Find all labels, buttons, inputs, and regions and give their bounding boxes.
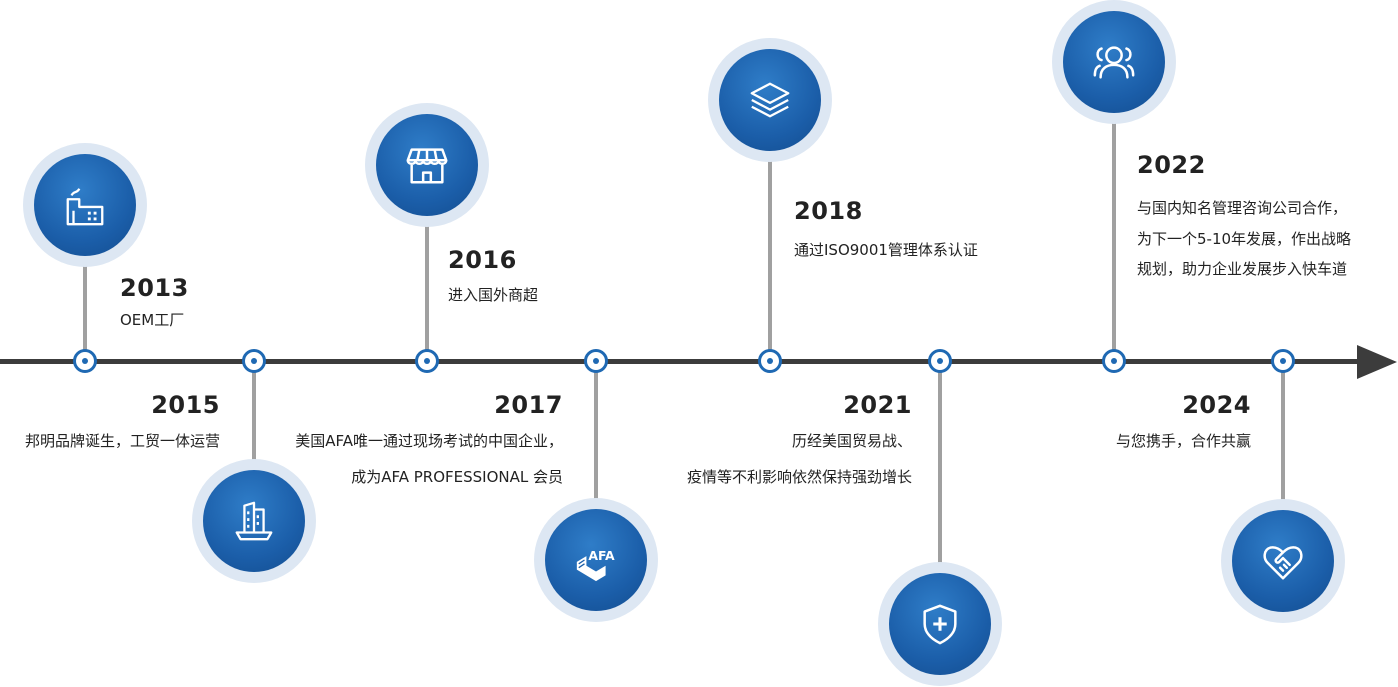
desc-2015-line-1: 邦明品牌诞生，工贸一体运营 [24,432,220,450]
timeline-dot-2016[interactable] [415,349,439,373]
timeline-dot-2018[interactable] [758,349,782,373]
desc-2013-line-1: OEM工厂 [120,311,185,329]
medal-2018 [708,38,832,162]
medal-2015 [192,459,316,583]
stem-2018 [768,130,772,360]
year-2015: 2015 [151,391,220,419]
shield-plus-icon [923,604,957,645]
timeline-axis [0,359,1368,364]
timeline-dot-2013[interactable] [73,349,97,373]
year-2018: 2018 [794,197,863,225]
desc-2024-line-1: 与您携手，合作共赢 [1115,432,1251,450]
users-icon [1093,46,1135,79]
desc-2018-line-1: 通过ISO9001管理体系认证 [794,241,978,259]
desc-2017-line-2: 成为AFA PROFESSIONAL 会员 [351,468,563,486]
desc-2022-line-2: 为下一个5-10年发展，作出战略 [1137,230,1352,248]
stem-2021 [938,361,942,581]
factory-icon [66,188,104,226]
stem-2017 [594,361,598,511]
stem-2024 [1281,361,1285,521]
medal-2022 [1052,0,1176,124]
medal-2013 [23,143,147,267]
stem-2022 [1112,92,1116,360]
layers-icon [750,82,790,118]
year-2024: 2024 [1182,391,1251,419]
year-2016: 2016 [448,246,517,274]
desc-2016-line-1: 进入国外商超 [448,286,539,304]
heart-handshake-icon [1263,546,1303,580]
desc-2021-line-1: 历经美国贸易战、 [791,432,912,450]
desc-2021-line-2: 疫情等不利影响依然保持强劲增长 [686,468,912,486]
desc-2017-line-1: 美国AFA唯一通过现场考试的中国企业， [295,432,563,450]
medal-2017: AFA [534,498,658,622]
year-2022: 2022 [1137,151,1206,179]
desc-2022-line-3: 规划，助力企业发展步入快车道 [1137,260,1348,278]
year-2021: 2021 [843,391,912,419]
building-icon [235,501,273,541]
medal-2021 [878,562,1002,686]
medal-2016 [365,103,489,227]
medal-2024 [1221,499,1345,623]
stem-2015 [252,361,256,501]
stem-2013 [83,235,87,360]
timeline-dot-2021[interactable] [928,349,952,373]
timeline-arrow-icon [1357,345,1397,379]
desc-2022-line-1: 与国内知名管理咨询公司合作， [1137,199,1348,217]
year-2017: 2017 [494,391,563,419]
timeline-dot-2024[interactable] [1271,349,1295,373]
stem-2016 [425,195,429,360]
afa-logo-text: AFA [588,548,615,563]
timeline-dot-2017[interactable] [584,349,608,373]
store-icon [406,148,448,184]
timeline-dot-2015[interactable] [242,349,266,373]
year-2013: 2013 [120,274,189,302]
afa-logo-icon: AFA [576,548,615,582]
timeline-dot-2022[interactable] [1102,349,1126,373]
